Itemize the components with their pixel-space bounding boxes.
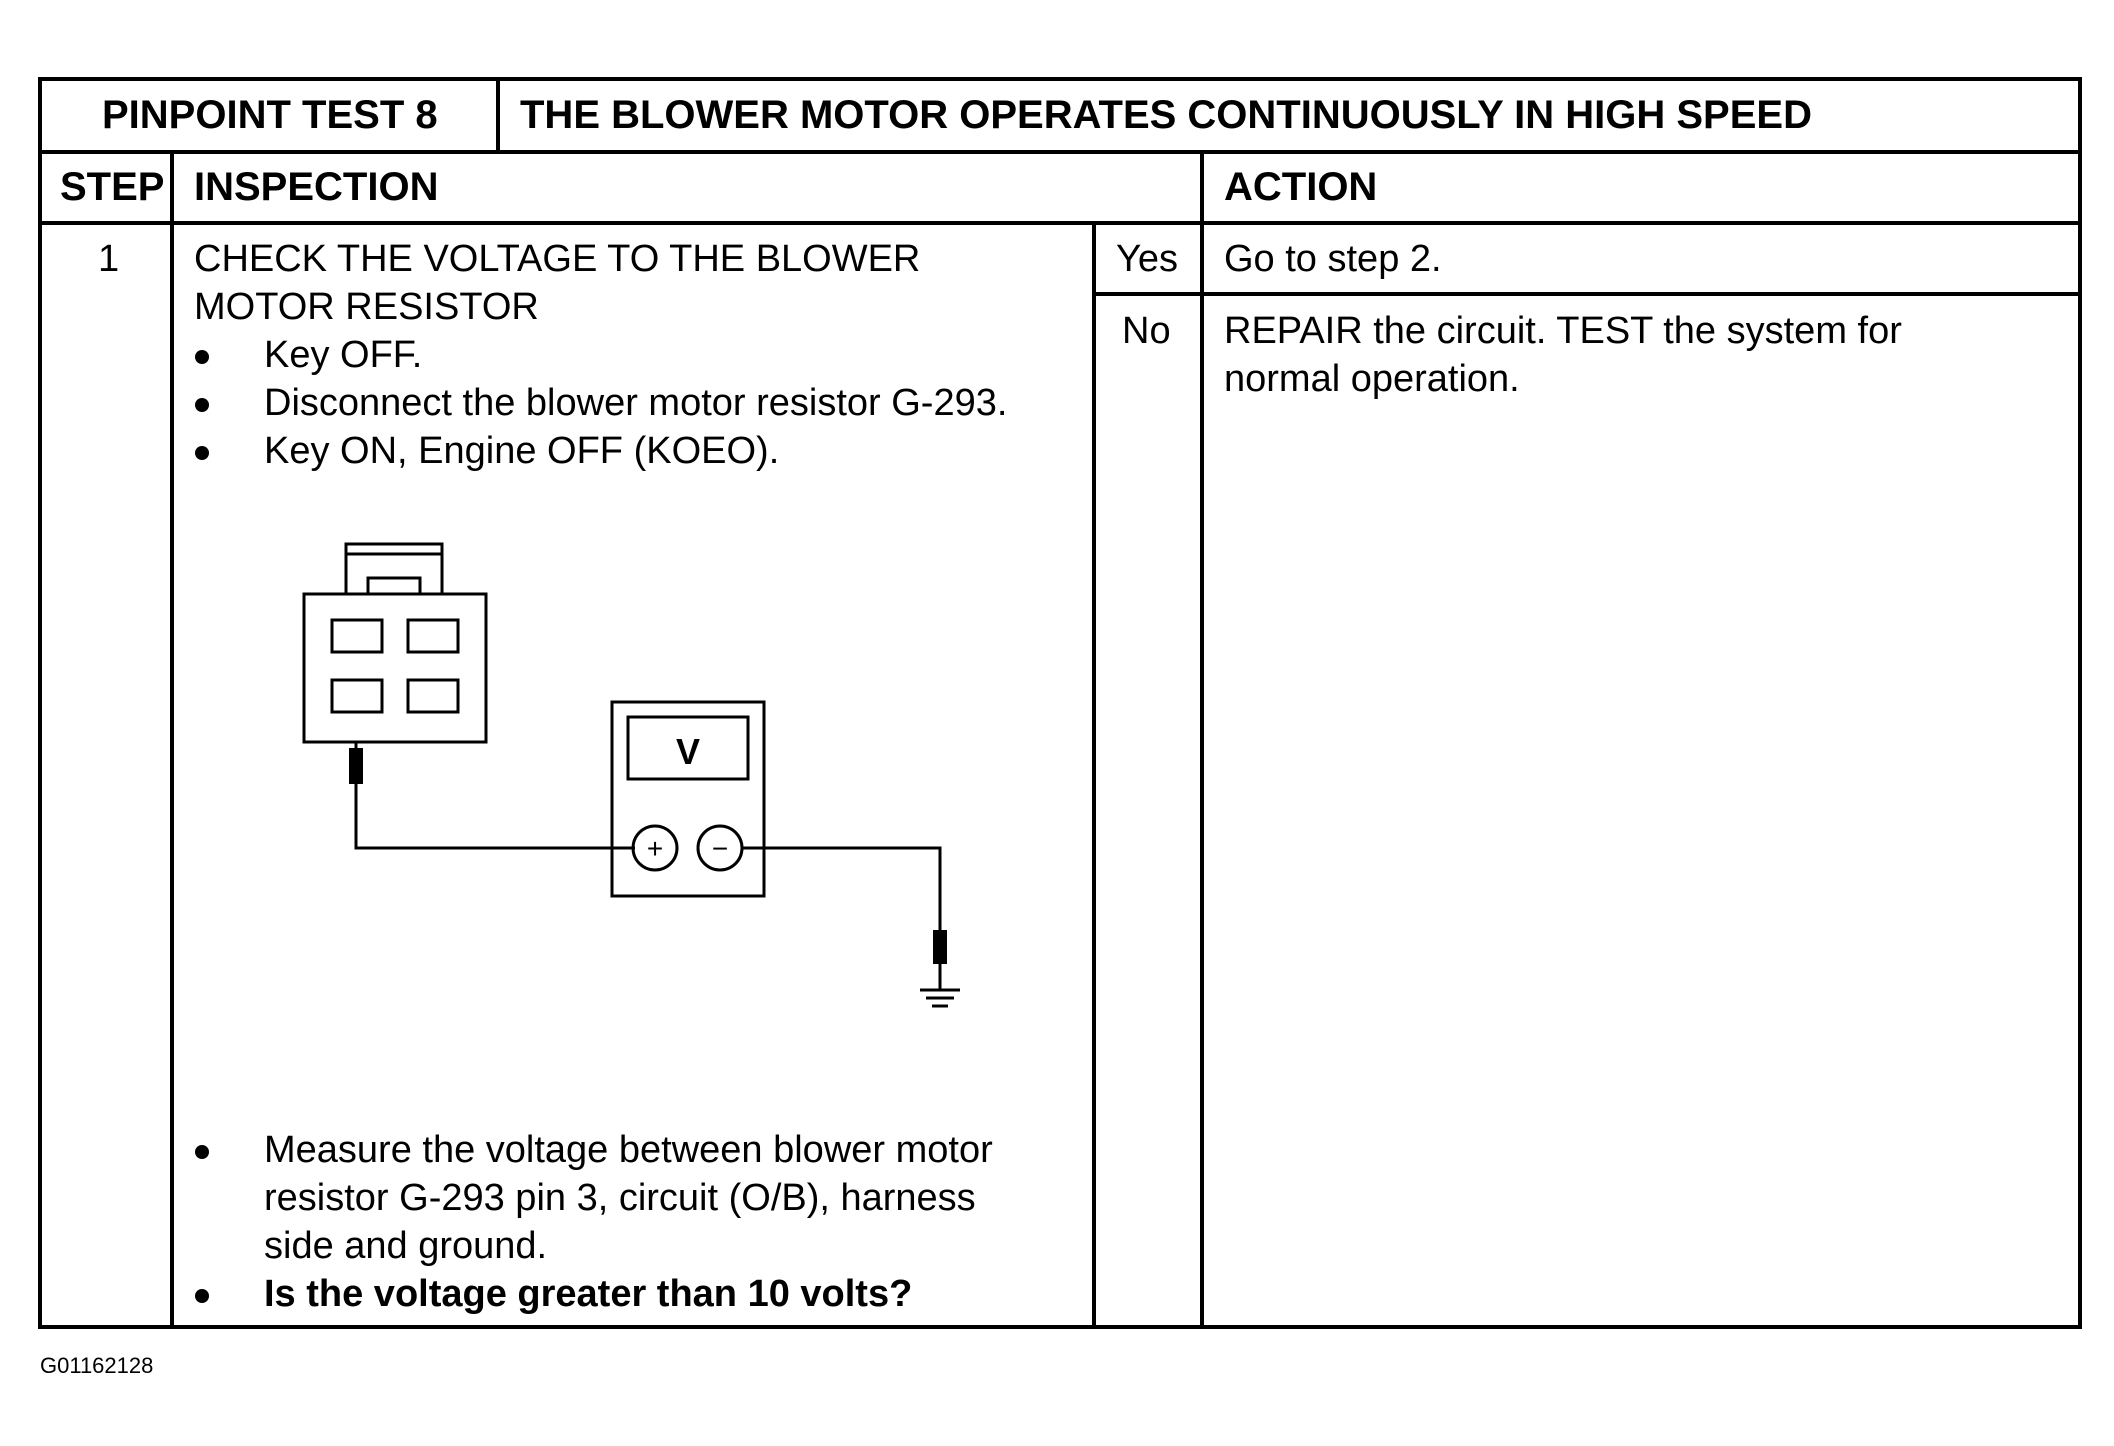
inspection-title-line2: MOTOR RESISTOR xyxy=(194,286,539,328)
column-inspection: INSPECTION xyxy=(194,165,439,209)
measure-line1: Measure the voltage between blower motor xyxy=(264,1129,993,1171)
voltmeter-wiring-diagram: V + − xyxy=(302,542,960,1008)
meter-symbol: V xyxy=(676,731,700,772)
voltmeter-display xyxy=(626,715,750,781)
header-rule xyxy=(38,150,2082,154)
plus-terminal xyxy=(631,824,679,872)
ground-lead-wire xyxy=(742,846,942,930)
step-divider xyxy=(170,150,174,1329)
connector-latch xyxy=(344,542,444,596)
probe-tip xyxy=(349,748,363,784)
inspection-question: Is the voltage greater than 10 volts? xyxy=(264,1273,913,1315)
yes-label: Yes xyxy=(1116,238,1178,280)
bullet-dot xyxy=(195,398,209,412)
column-step: STEP xyxy=(60,165,165,209)
bullet-key-on: Key ON, Engine OFF (KOEO). xyxy=(264,430,780,472)
plus-symbol: + xyxy=(647,833,663,864)
measure-line2: resistor G-293 pin 3, circuit (O/B), har… xyxy=(264,1177,976,1219)
test-title: THE BLOWER MOTOR OPERATES CONTINUOUSLY I… xyxy=(520,93,1812,137)
bullet-dot xyxy=(195,1289,209,1303)
action-divider xyxy=(1200,150,1204,1329)
column-action: ACTION xyxy=(1224,165,1378,209)
table-frame xyxy=(38,77,2082,1329)
column-header-rule xyxy=(38,221,2082,225)
connector-pin xyxy=(406,618,460,654)
test-label: PINPOINT TEST 8 xyxy=(102,93,438,137)
connector-body xyxy=(302,592,488,744)
positive-lead-wire xyxy=(354,742,635,850)
yes-no-rule xyxy=(1092,292,2082,296)
figure-id: G01162128 xyxy=(40,1353,154,1378)
minus-symbol: − xyxy=(712,833,728,864)
bullet-dot xyxy=(195,350,209,364)
connector-pin-3 xyxy=(330,678,384,714)
no-action-line2: normal operation. xyxy=(1224,358,1520,400)
bullet-dot xyxy=(195,446,209,460)
probe-tip xyxy=(933,930,947,964)
bullet-disconnect: Disconnect the blower motor resistor G-2… xyxy=(264,382,1008,424)
inspection-title-line1: CHECK THE VOLTAGE TO THE BLOWER xyxy=(194,238,921,280)
connector-pin xyxy=(330,618,384,654)
measure-line3: side and ground. xyxy=(264,1225,548,1267)
bullet-key-off: Key OFF. xyxy=(264,334,423,376)
bullet-dot xyxy=(195,1145,209,1159)
answer-divider xyxy=(1092,221,1096,1329)
yes-action: Go to step 2. xyxy=(1224,238,1442,280)
voltmeter-body xyxy=(610,700,766,898)
title-divider xyxy=(496,77,500,154)
connector-pin xyxy=(406,678,460,714)
step-number: 1 xyxy=(98,238,120,280)
no-action-line1: REPAIR the circuit. TEST the system for xyxy=(1224,310,1902,352)
no-label: No xyxy=(1122,310,1171,352)
